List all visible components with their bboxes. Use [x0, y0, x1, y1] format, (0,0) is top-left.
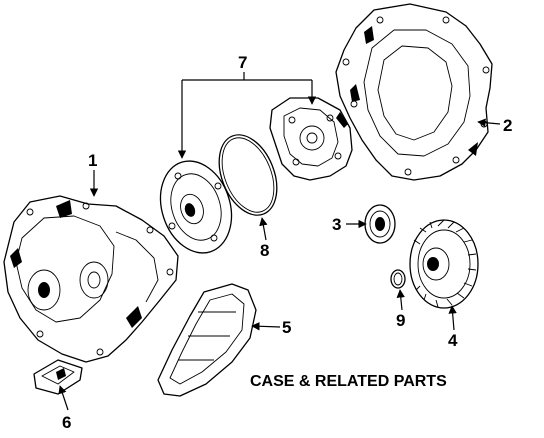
callout-3: 3	[332, 215, 341, 234]
callout-7: 7	[238, 53, 247, 72]
callout-labels: 1 2 3 4 5 6 7 8 9	[62, 53, 512, 432]
leader-8	[259, 217, 268, 241]
callout-6: 6	[62, 413, 71, 432]
callout-2: 2	[503, 116, 512, 135]
leader-lines	[58, 72, 501, 411]
leader-4	[448, 305, 457, 331]
leader-5	[251, 322, 281, 331]
callout-4: 4	[448, 331, 458, 350]
leader-2	[477, 118, 501, 127]
converter-housing	[335, 3, 493, 181]
oil-pump-cover	[159, 160, 233, 254]
filter-bracket	[33, 359, 83, 395]
callout-1: 1	[88, 151, 97, 170]
oil-pan	[157, 283, 257, 397]
callout-8: 8	[260, 241, 269, 260]
oil-pump-body	[269, 97, 353, 181]
pump-seal-ring	[218, 134, 278, 216]
diagram-caption: CASE & RELATED PARTS	[250, 373, 447, 390]
callout-5: 5	[282, 318, 291, 337]
callout-9: 9	[396, 311, 405, 330]
torque-converter	[409, 219, 479, 309]
o-ring	[390, 269, 406, 289]
transmission-case	[3, 195, 179, 363]
leader-6	[58, 385, 69, 411]
front-seal	[364, 204, 396, 244]
leader-9	[396, 289, 405, 311]
